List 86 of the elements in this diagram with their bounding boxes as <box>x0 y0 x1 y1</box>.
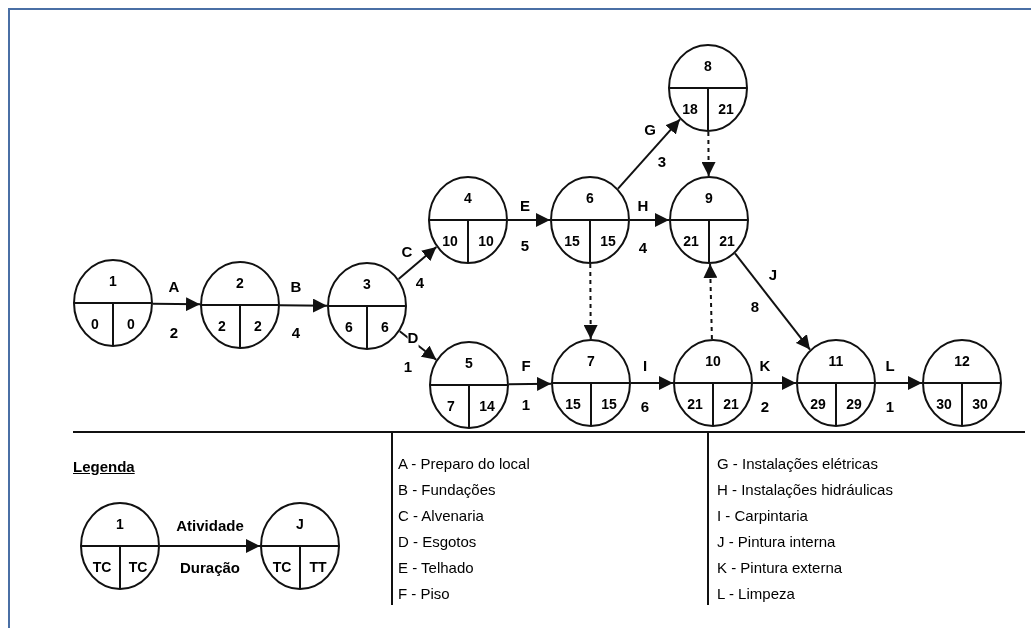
earliest-time: 7 <box>447 398 455 414</box>
earliest-time: TC <box>92 559 112 575</box>
dashed-arrow <box>583 263 598 340</box>
event-number: 2 <box>236 275 244 291</box>
event-number: 8 <box>704 58 712 74</box>
activity-description: A - Preparo do local <box>398 455 530 473</box>
event-number: 4 <box>464 190 472 206</box>
earliest-time: 18 <box>682 101 698 117</box>
earliest-time: 10 <box>442 233 458 249</box>
latest-time: 0 <box>127 316 135 332</box>
arrow <box>279 298 328 313</box>
earliest-time: 30 <box>936 396 952 412</box>
earliest-time: 0 <box>91 316 99 332</box>
earliest-time: 21 <box>683 233 699 249</box>
arrow <box>398 330 438 361</box>
arrow <box>734 252 811 351</box>
activity-description: F - Piso <box>398 585 450 603</box>
latest-time: 21 <box>719 233 735 249</box>
event-node <box>327 262 407 350</box>
dashed-arrow <box>701 131 716 177</box>
event-node <box>550 176 630 264</box>
event-number: 5 <box>465 355 473 371</box>
event-node <box>673 339 753 427</box>
arrow <box>152 297 201 312</box>
event-number: 3 <box>363 276 371 292</box>
activity-description: H - Instalações hidráulicas <box>717 481 893 499</box>
event-node <box>668 44 748 132</box>
activity-description: C - Alvenaria <box>398 507 484 525</box>
event-node <box>922 339 1002 427</box>
arrow <box>508 376 552 391</box>
event-number: 10 <box>705 353 721 369</box>
latest-time: TC <box>128 559 148 575</box>
activity-description: D - Esgotos <box>398 533 477 551</box>
activity-description: K - Pintura externa <box>717 559 843 577</box>
earliest-time: 15 <box>564 233 580 249</box>
latest-time: 15 <box>600 233 616 249</box>
latest-time: 6 <box>381 319 389 335</box>
latest-time: 29 <box>846 396 862 412</box>
activity-description: E - Telhado <box>398 559 474 577</box>
event-node <box>260 502 340 590</box>
earliest-time: 21 <box>687 396 703 412</box>
arrow <box>159 539 261 553</box>
event-node <box>796 339 876 427</box>
activity-description: J - Pintura interna <box>717 533 836 551</box>
event-node <box>73 259 153 347</box>
activity-description: G - Instalações elétricas <box>717 455 878 473</box>
event-number: 6 <box>586 190 594 206</box>
earliest-time: 2 <box>218 318 226 334</box>
earliest-time: 6 <box>345 319 353 335</box>
activity-description: L - Limpeza <box>717 585 795 603</box>
event-number: 7 <box>587 353 595 369</box>
arrow <box>875 376 923 390</box>
legend-heading: Legenda <box>73 458 135 476</box>
event-node <box>200 261 280 349</box>
latest-time: 21 <box>723 396 739 412</box>
latest-time: 21 <box>718 101 734 117</box>
event-number: 1 <box>116 516 124 532</box>
earliest-time: TC <box>272 559 292 575</box>
event-node <box>669 176 749 264</box>
earliest-time: 15 <box>565 396 581 412</box>
latest-time: 30 <box>972 396 988 412</box>
event-number: 1 <box>109 273 117 289</box>
event-number: 12 <box>954 353 970 369</box>
arrow <box>630 376 674 390</box>
event-node <box>428 176 508 264</box>
event-node <box>80 502 160 590</box>
event-number: 11 <box>828 353 844 369</box>
arrow <box>507 213 551 227</box>
activity-description: B - Fundações <box>398 481 496 499</box>
latest-time: 15 <box>601 396 617 412</box>
arrow <box>617 118 681 190</box>
latest-time: 10 <box>478 233 494 249</box>
dashed-arrow <box>703 263 718 340</box>
arrow <box>629 213 670 227</box>
latest-time: TT <box>309 559 327 575</box>
earliest-time: 29 <box>810 396 826 412</box>
event-node <box>551 339 631 427</box>
latest-time: 2 <box>254 318 262 334</box>
arrow <box>752 376 797 390</box>
event-number: J <box>296 516 304 532</box>
arrow <box>397 245 438 281</box>
latest-time: 14 <box>479 398 495 414</box>
event-node <box>429 341 509 429</box>
activity-description: I - Carpintaria <box>717 507 808 525</box>
duration-label: Duração <box>180 559 240 577</box>
event-number: 9 <box>705 190 713 206</box>
